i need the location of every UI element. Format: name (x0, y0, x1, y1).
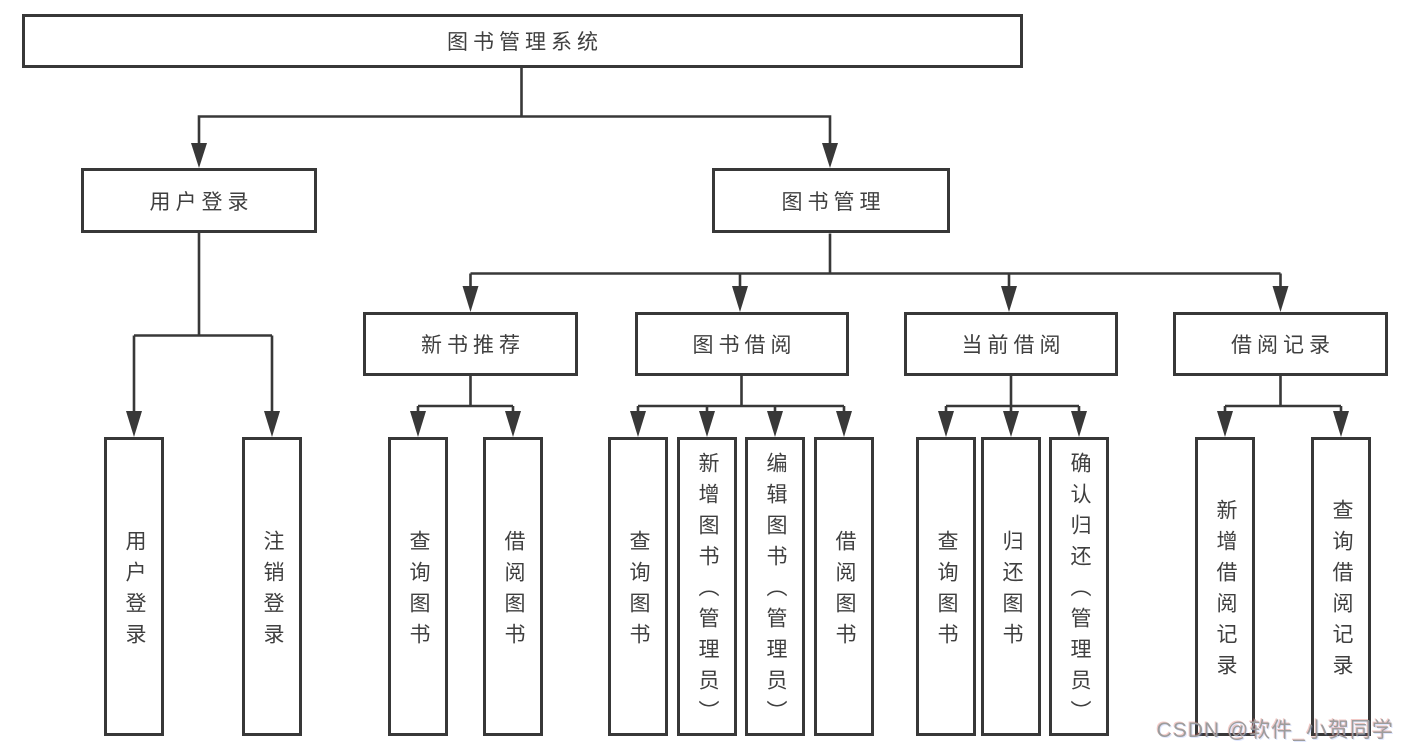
node-current-borrow: 当前借阅 (904, 312, 1118, 376)
node-book-mgmt: 图书管理 (712, 168, 950, 233)
arrowhead (191, 143, 207, 168)
arrowhead (836, 411, 852, 437)
leaf-query-borrow-record-label: 查询借阅记录 (1330, 498, 1354, 685)
leaf-add-book-admin-label: 新增图书（管理员） (696, 452, 720, 731)
leaf-current-query-label: 查询图书 (935, 529, 959, 654)
arrowhead (822, 143, 838, 168)
arrowhead (264, 411, 280, 437)
leaf-borrow-book-label: 借阅图书 (833, 529, 857, 654)
connector-book-borrow-split (636, 376, 846, 412)
arrowheads (126, 143, 1349, 437)
leaf-return-book-label: 归还图书 (1000, 529, 1024, 654)
leaf-new-book-borrow-label: 借阅图书 (502, 529, 526, 654)
leaf-add-borrow-record-label: 新增借阅记录 (1214, 498, 1238, 685)
node-borrow-records: 借阅记录 (1173, 312, 1388, 376)
connector-book-mgmt-split (469, 233, 1282, 287)
leaf-borrow-query-label: 查询图书 (627, 529, 651, 654)
leaf-confirm-return-admin-label: 确认归还（管理员） (1068, 452, 1092, 731)
arrowhead (1003, 411, 1019, 437)
leaf-borrow-query: 查询图书 (608, 437, 668, 736)
connector-root-split (197, 68, 832, 144)
node-new-book-rec-label: 新书推荐 (421, 334, 525, 357)
arrowhead (630, 411, 646, 437)
arrowhead (1071, 411, 1087, 437)
arrowhead (1001, 286, 1017, 312)
csdn-watermark: CSDN @软件_小贺同学 (1156, 719, 1394, 742)
node-root-label: 图书管理系统 (447, 31, 603, 54)
arrowhead (462, 286, 479, 312)
leaf-query-borrow-record: 查询借阅记录 (1311, 437, 1371, 736)
leaf-add-book-admin: 新增图书（管理员） (677, 437, 737, 736)
leaf-new-book-borrow: 借阅图书 (483, 437, 543, 736)
arrowhead (699, 411, 715, 437)
connector-user-login-split (132, 233, 274, 413)
node-book-borrow: 图书借阅 (635, 312, 849, 376)
leaf-edit-book-admin-label: 编辑图书（管理员） (764, 452, 788, 731)
node-book-borrow-label: 图书借阅 (692, 334, 797, 357)
connector-paths (132, 68, 1343, 413)
leaf-edit-book-admin: 编辑图书（管理员） (745, 437, 805, 736)
arrowhead (410, 411, 426, 437)
connector-new-book-rec-split (416, 376, 515, 412)
leaf-logout-label: 注销登录 (261, 529, 285, 654)
leaf-logout: 注销登录 (242, 437, 302, 736)
arrowhead (1333, 411, 1349, 437)
leaf-add-borrow-record: 新增借阅记录 (1195, 437, 1255, 736)
leaf-new-book-query-label: 查询图书 (407, 529, 431, 654)
node-current-borrow-label: 当前借阅 (961, 334, 1066, 357)
node-borrow-records-label: 借阅记录 (1231, 334, 1335, 357)
leaf-borrow-book: 借阅图书 (814, 437, 874, 736)
connector-current-borrow-split (944, 376, 1081, 412)
leaf-new-book-query: 查询图书 (388, 437, 448, 736)
node-user-login: 用户登录 (81, 168, 317, 233)
arrowhead (1217, 411, 1233, 437)
node-book-mgmt-label: 图书管理 (781, 190, 886, 214)
arrowhead (1272, 286, 1289, 312)
node-user-login-label: 用户登录 (149, 190, 254, 214)
leaf-return-book: 归还图书 (981, 437, 1041, 736)
arrowhead (938, 411, 954, 437)
arrowhead (126, 411, 142, 437)
leaf-user-login-label: 用户登录 (123, 529, 147, 654)
leaf-user-login: 用户登录 (104, 437, 164, 736)
node-root: 图书管理系统 (22, 14, 1023, 68)
arrowhead (505, 411, 521, 437)
leaf-current-query: 查询图书 (916, 437, 976, 736)
arrowhead (732, 286, 748, 312)
node-new-book-rec: 新书推荐 (363, 312, 578, 376)
connector-borrow-records-split (1223, 376, 1343, 412)
arrowhead (767, 411, 783, 437)
leaf-confirm-return-admin: 确认归还（管理员） (1049, 437, 1109, 736)
